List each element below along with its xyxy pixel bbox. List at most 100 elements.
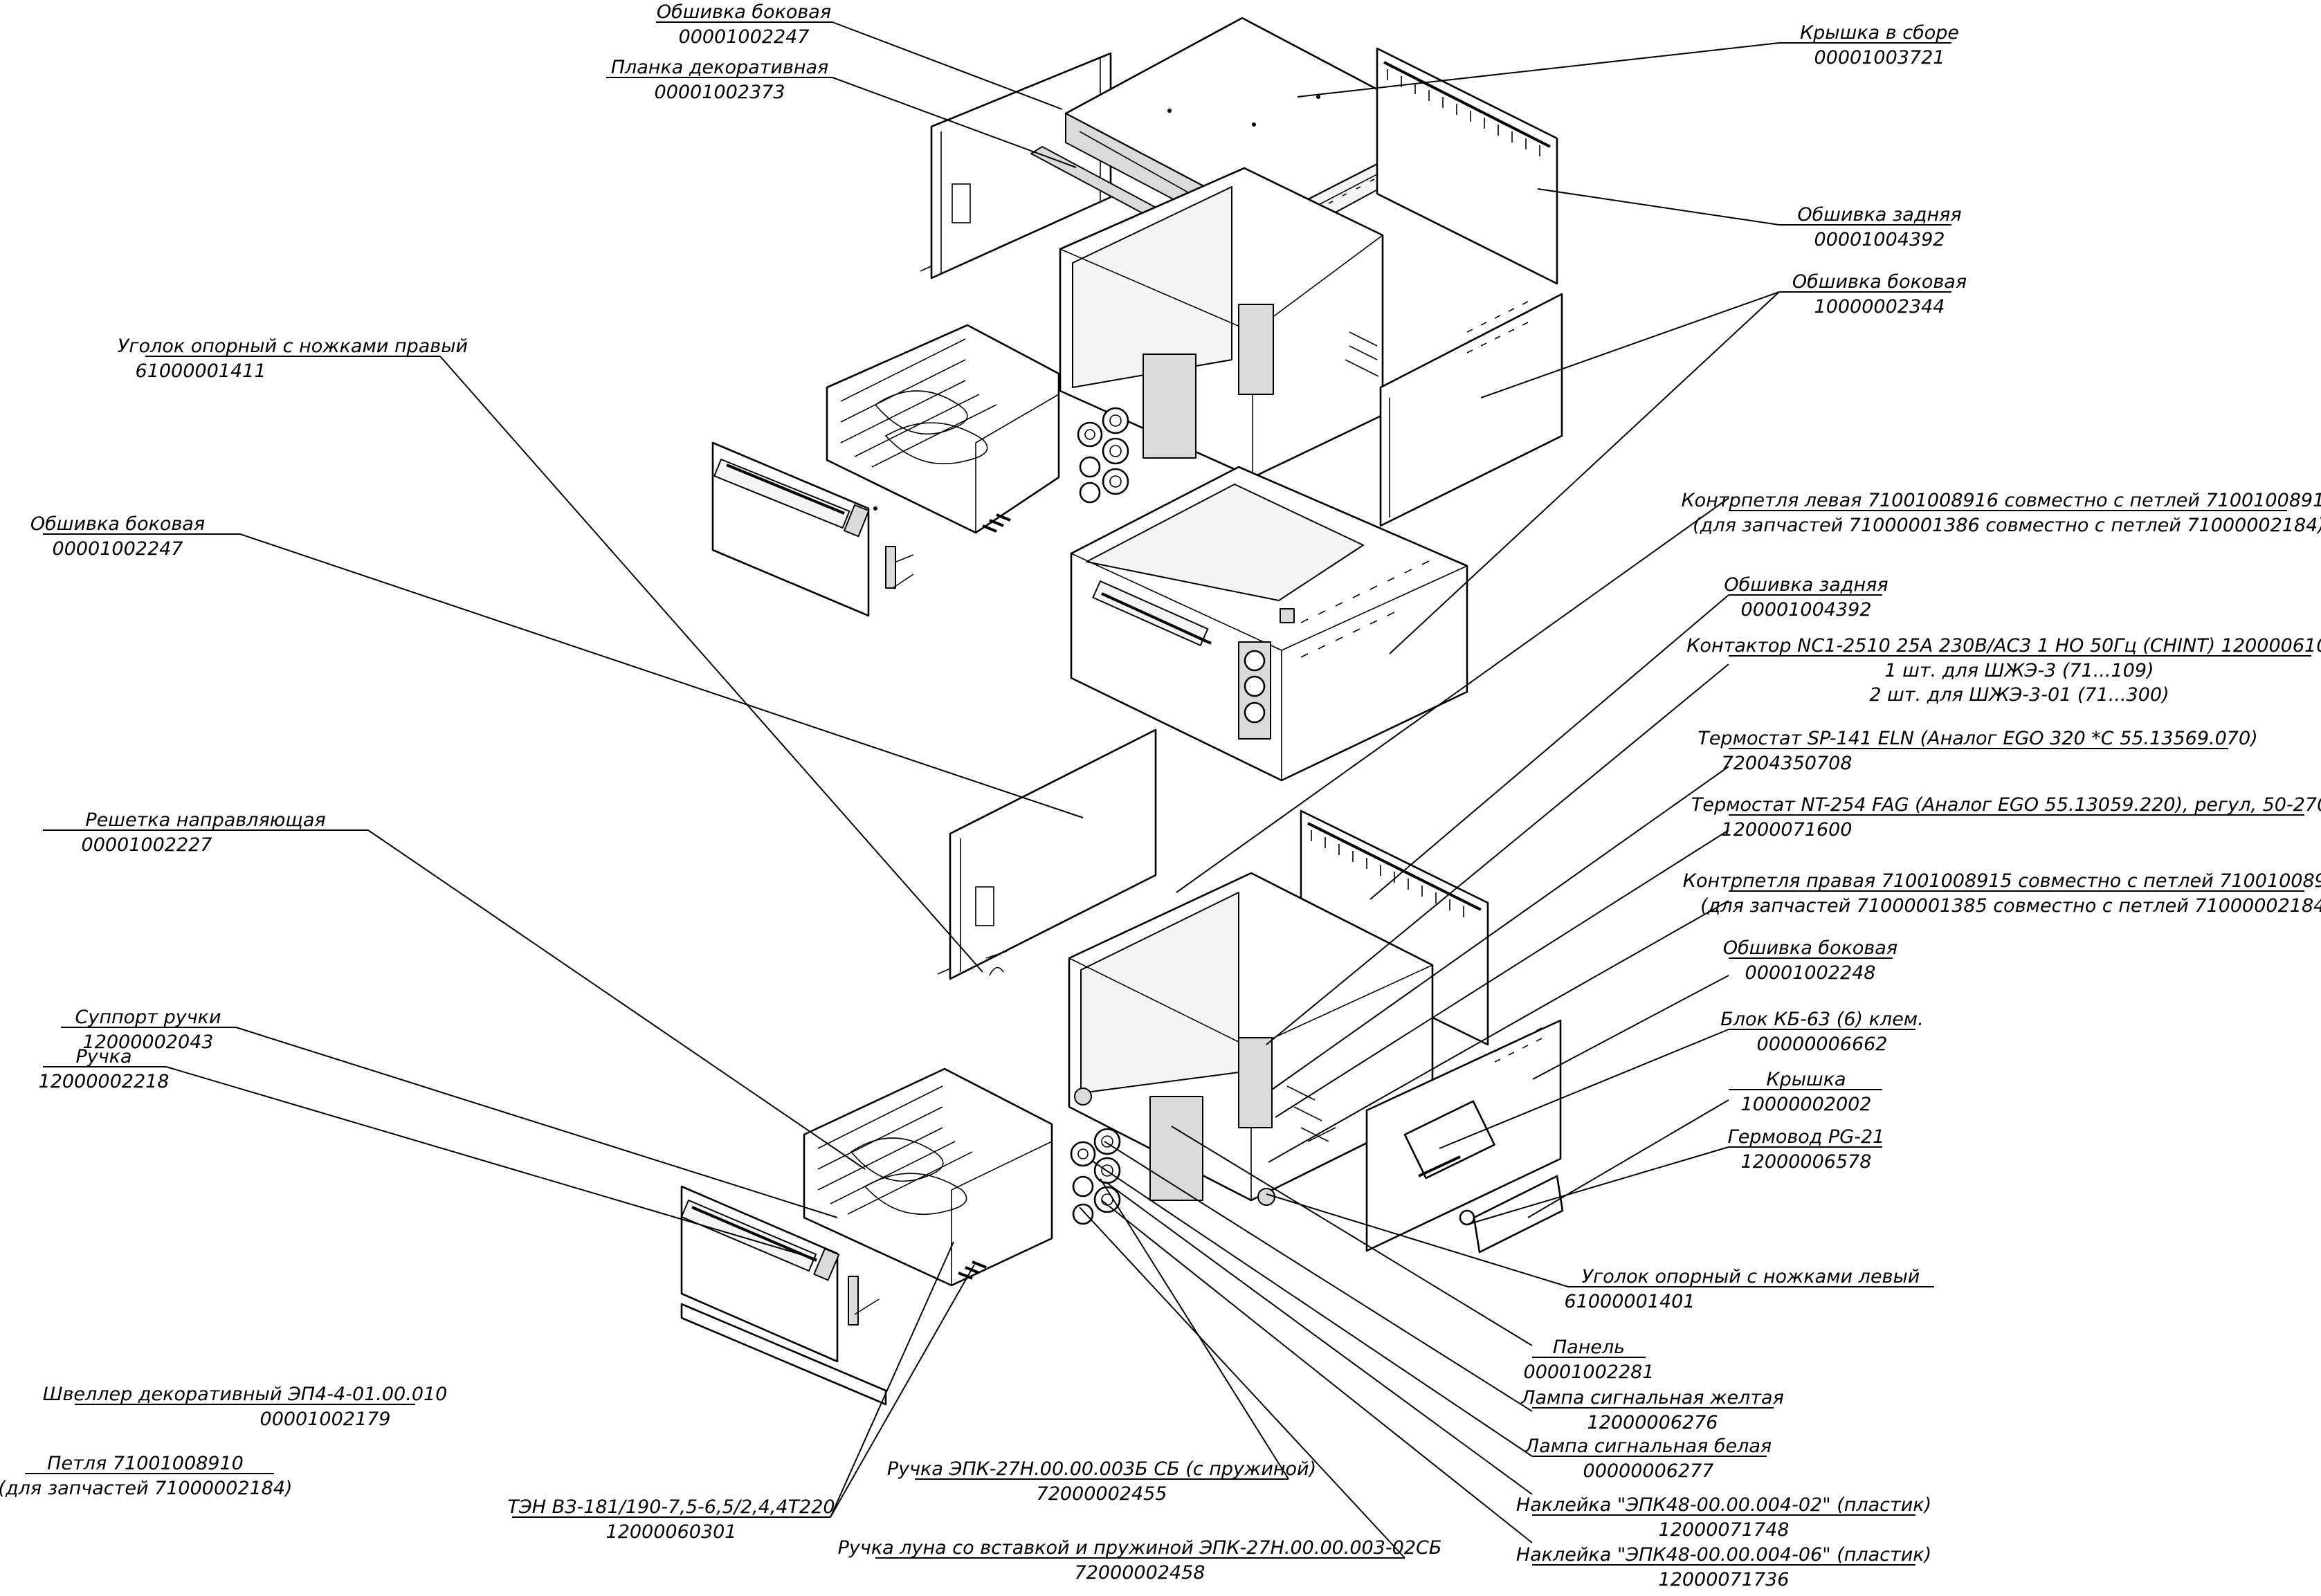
callout-name: Суппорт ручки — [75, 1007, 221, 1028]
callout-code: 10000002344 — [1814, 296, 1945, 318]
callout-name: Термостат NT-254 FAG (Аналог EGO 55.1305… — [1691, 794, 2321, 816]
callout-decorative-strip: Планка декоративная 00001002373 — [606, 57, 832, 103]
callout-name: Обшивка задняя — [1724, 574, 1888, 596]
callout-name: Панель — [1553, 1337, 1625, 1358]
callout-name: Блок КБ-63 (6) клем. — [1720, 1009, 1924, 1030]
callout-name: Ручка ЭПК-27Н.00.00.003Б СБ (с пружиной) — [887, 1458, 1316, 1480]
callout-code: 00001004392 — [1741, 599, 1872, 621]
callout-name: Обшивка боковая — [1792, 271, 1967, 293]
callout-name: Крышка в сборе — [1800, 22, 1959, 44]
callout-sticker-06: Наклейка "ЭПК48-00.00.004-06" (пластик) … — [1516, 1544, 1931, 1590]
callout-sticker-02: Наклейка "ЭПК48-00.00.004-02" (пластик) … — [1516, 1494, 1931, 1541]
upper-oven-chamber — [1059, 167, 1384, 479]
callout-rear-panel-1: Обшивка задняя 00001004392 — [1779, 204, 1962, 250]
callout-name: Обшивка боковая — [657, 1, 831, 23]
callout-code: 00001002248 — [1745, 962, 1876, 984]
callout-note: 1 шт. для ШЖЭ-3 (71...109) — [1884, 660, 2154, 681]
callout-hinge: Петля 71001008910 (для запчастей 7100000… — [0, 1453, 293, 1499]
callout-knob-with-spring: Ручка ЭПК-27Н.00.00.003Б СБ (с пружиной)… — [887, 1458, 1316, 1505]
callout-handle-support: Суппорт ручки 12000002043 — [61, 1007, 236, 1053]
callout-code: 00001002373 — [655, 82, 785, 103]
callout-code: 12000060301 — [606, 1521, 737, 1543]
callout-side-panel-4: Обшивка боковая 00001002248 — [1723, 937, 1897, 984]
callout-lid-assembly: Крышка в сборе 00001003721 — [1779, 22, 1959, 68]
callout-name: Лампа сигнальная белая — [1524, 1436, 1772, 1457]
callout-thermostat-nt254: Термостат NT-254 FAG (Аналог EGO 55.1305… — [1691, 794, 2321, 841]
callout-name: Гермовод PG-21 — [1728, 1126, 1885, 1148]
callout-code: 00001004392 — [1814, 229, 1945, 250]
callout-name: Контрпетля левая 71001008916 совместно с… — [1682, 490, 2321, 511]
callout-code: 12000002218 — [39, 1071, 170, 1092]
callout-panel: Панель 00001002281 — [1524, 1337, 1655, 1383]
callout-counter-hinge-right: Контрпетля правая 71001008915 совместно … — [1683, 870, 2321, 917]
callout-code: 00001003721 — [1814, 47, 1945, 68]
callout-name: Наклейка "ЭПК48-00.00.004-06" (пластик) — [1516, 1544, 1931, 1566]
middle-oven-body — [1070, 466, 1468, 782]
callout-name: Петля 71001008910 — [47, 1453, 244, 1474]
callout-code: 10000002002 — [1741, 1094, 1872, 1115]
callout-name: Решетка направляющая — [85, 809, 325, 831]
callout-name: Планка декоративная — [611, 57, 829, 78]
callout-name: Контактор NC1-2510 25A 230B/AC3 1 НО 50Г… — [1686, 635, 2321, 657]
callout-name: Уголок опорный с ножками левый — [1582, 1266, 1920, 1287]
callout-name: Швеллер декоративный ЭП4-4-01.00.010 — [43, 1384, 448, 1405]
callout-code: 12000006276 — [1587, 1412, 1718, 1433]
callout-name: Наклейка "ЭПК48-00.00.004-02" (пластик) — [1516, 1494, 1931, 1516]
callout-note: 2 шт. для ШЖЭ-3-01 (71...300) — [1869, 684, 2169, 706]
leader-lines — [165, 21, 1780, 1559]
callout-code: 12000071736 — [1659, 1569, 1790, 1590]
callout-name: Ручка — [75, 1046, 131, 1067]
callout-name: Крышка — [1766, 1069, 1846, 1090]
callout-name: ТЭН ВЗ-181/190-7,5-6,5/2,4,4Т220 — [507, 1496, 835, 1518]
callout-contactor: Контактор NC1-2510 25A 230B/AC3 1 НО 50Г… — [1686, 635, 2321, 706]
callout-handle: Ручка 12000002218 — [39, 1046, 170, 1092]
callout-code: 61000001411 — [136, 360, 266, 382]
side-panel-upper-left — [920, 52, 1112, 279]
callout-code: 12000006578 — [1741, 1151, 1872, 1173]
callout-support-angle-left: Уголок опорный с ножками левый 610000014… — [1565, 1266, 1934, 1312]
callout-code: 72000002458 — [1075, 1562, 1205, 1584]
callout-heating-element: ТЭН ВЗ-181/190-7,5-6,5/2,4,4Т220 1200006… — [507, 1496, 835, 1543]
callout-moon-knob: Ручка луна со вставкой и пружиной ЭПК-27… — [838, 1537, 1442, 1584]
callout-code: 00001002227 — [82, 834, 212, 856]
callout-name: Обшивка боковая — [1723, 937, 1897, 959]
callout-code: 12000002043 — [83, 1031, 214, 1053]
side-panel-upper-right — [1379, 293, 1563, 527]
callout-code: 00001002247 — [53, 538, 183, 560]
callout-terminal-block: Блок КБ-63 (6) клем. 00000006662 — [1720, 1009, 1924, 1055]
callout-decorative-channel: Швеллер декоративный ЭП4-4-01.00.010 000… — [43, 1384, 448, 1430]
callout-name: Обшивка задняя — [1797, 204, 1961, 226]
callout-code: 00000006277 — [1583, 1460, 1714, 1482]
callout-side-panel-2: Обшивка боковая 10000002344 — [1779, 271, 1967, 318]
callout-name: Ручка луна со вставкой и пружиной ЭПК-27… — [838, 1537, 1442, 1559]
side-panel-middle-left — [937, 728, 1157, 980]
callout-guide-grid: Решетка направляющая 00001002227 — [43, 809, 368, 856]
callout-name: Термостат SP-141 ELN (Аналог EGO 320 *С … — [1697, 728, 2257, 749]
side-panel-lower-right — [1365, 1019, 1564, 1254]
lower-oven-chamber — [1068, 872, 1434, 1206]
callout-name: Лампа сигнальная желтая — [1520, 1387, 1784, 1409]
callout-name: Обшивка боковая — [30, 513, 205, 535]
callout-side-panel-3: Обшивка боковая 00001002247 — [30, 513, 240, 560]
callout-cable-gland: Гермовод PG-21 12000006578 — [1728, 1126, 1885, 1173]
upper-control-knobs — [1077, 407, 1129, 504]
upper-door — [711, 441, 914, 617]
callout-code: 12000071748 — [1659, 1519, 1790, 1541]
callout-name: Уголок опорный с ножками правый — [118, 336, 468, 357]
callout-cover: Крышка 10000002002 — [1729, 1069, 1882, 1115]
callout-thermostat-sp141: Термостат SP-141 ELN (Аналог EGO 320 *С … — [1697, 728, 2257, 774]
rear-panel-upper — [1376, 47, 1558, 285]
upper-heating-element-rack — [826, 324, 1060, 534]
callout-rear-panel-2: Обшивка задняя 00001004392 — [1724, 574, 1888, 621]
callout-note: (для запчастей 71000002184) — [0, 1478, 293, 1499]
callout-lamp-white: Лампа сигнальная белая 00000006277 — [1524, 1436, 1772, 1482]
callout-code: 00001002247 — [679, 26, 810, 48]
callout-code: 61000001401 — [1565, 1291, 1695, 1312]
callout-note: (для запчастей 71000001386 совместно с п… — [1693, 515, 2321, 536]
callout-code: 72004350708 — [1722, 753, 1853, 774]
callout-code: 72000002455 — [1037, 1483, 1167, 1505]
callout-code: 00001002179 — [260, 1409, 391, 1430]
callout-name: Контрпетля правая 71001008915 совместно … — [1683, 870, 2321, 892]
